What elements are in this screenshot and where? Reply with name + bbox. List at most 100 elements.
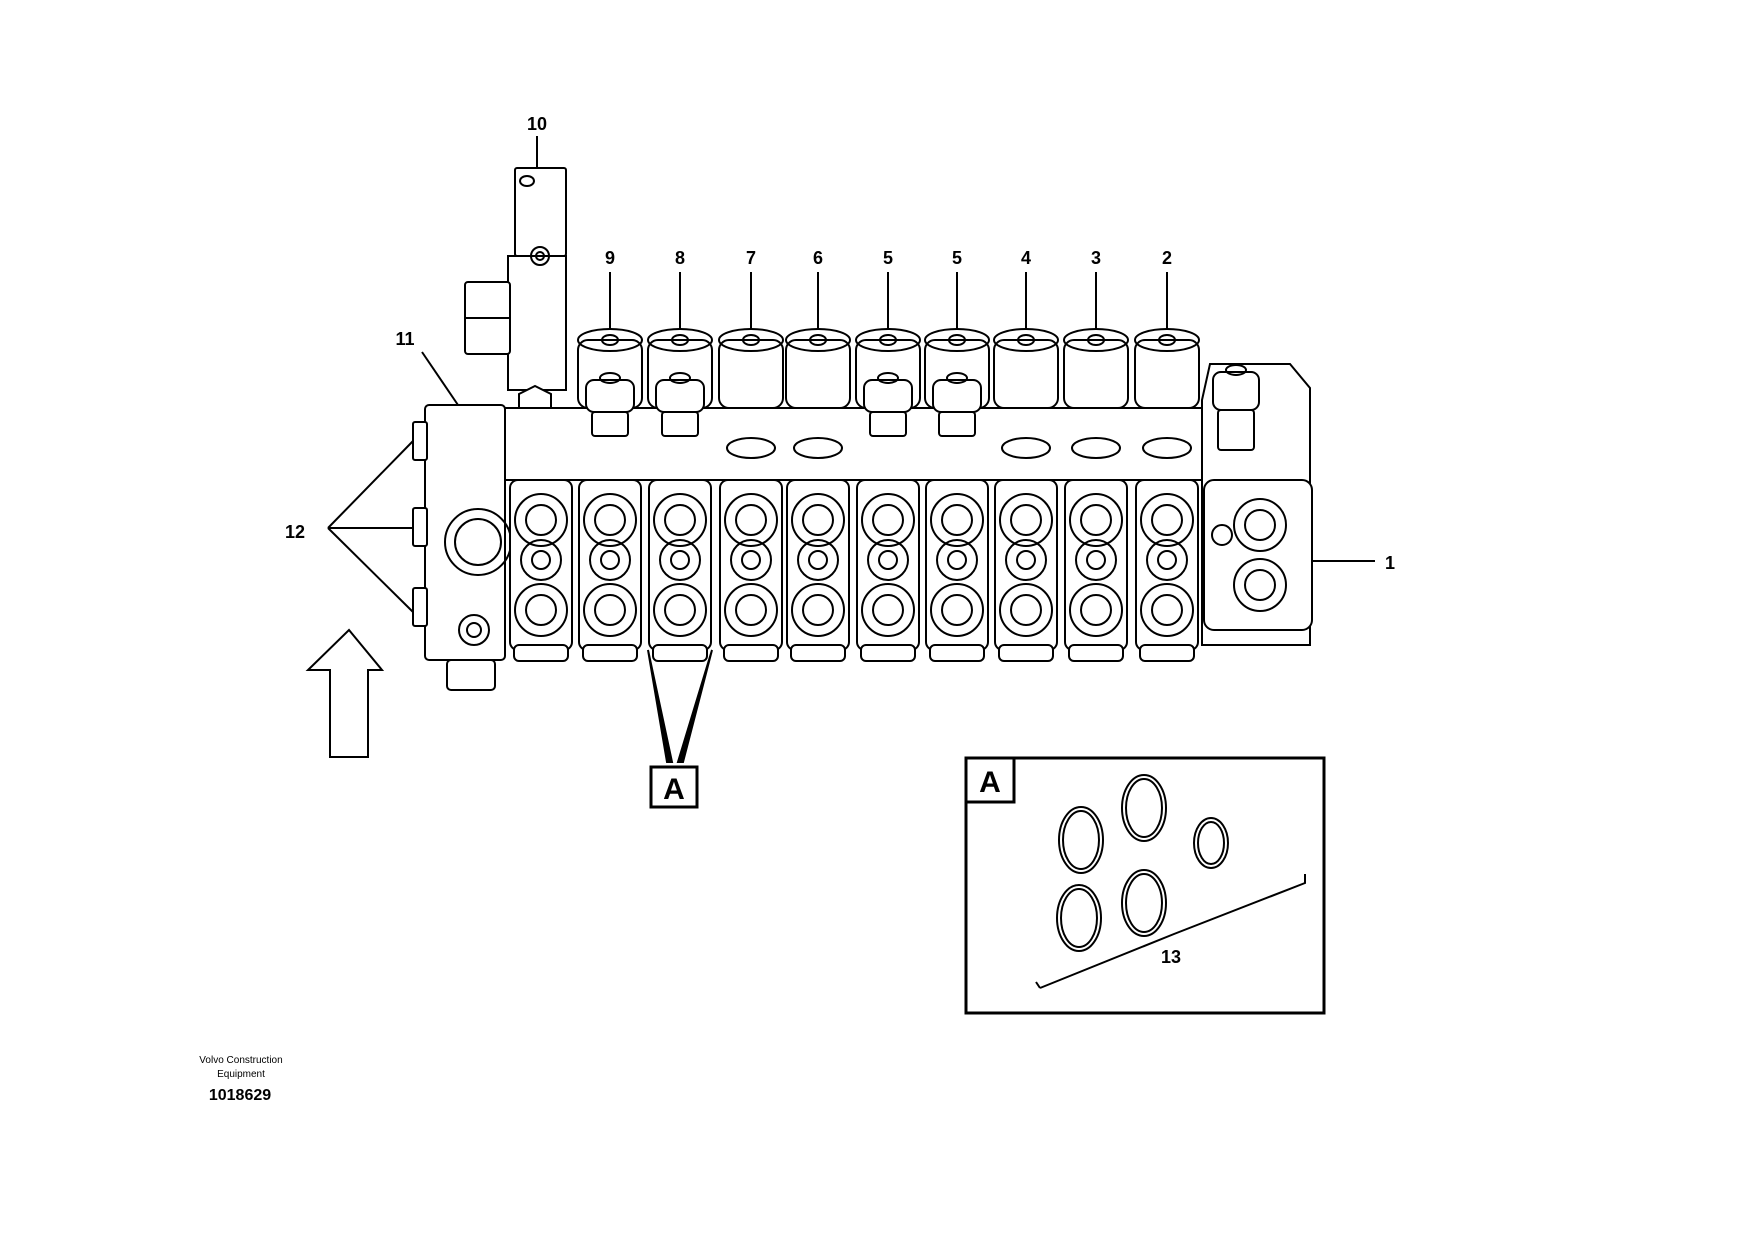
direction-arrow (305, 628, 385, 758)
section-7-port-2 (999, 583, 1053, 637)
section-0-skirt (513, 644, 569, 662)
section-0-port-2-inner (525, 594, 557, 626)
detail-pointer-right (676, 649, 713, 763)
detail-pointer-left (647, 649, 674, 763)
footer-company-line1: Volvo Construction (199, 1055, 282, 1066)
section-1-port-0-inner (594, 504, 626, 536)
callout-10: 10 (527, 114, 547, 134)
o-ring-5 (1121, 869, 1167, 937)
ring-brace (1039, 874, 1306, 989)
bracket-small-hole (519, 175, 535, 187)
relief-cap-5-tip (877, 372, 899, 384)
solenoid-6-top-hole (948, 334, 966, 346)
relief-cap-5 (863, 379, 913, 413)
cover-port-small-inner (466, 622, 482, 638)
relief-cap-2 (655, 379, 705, 413)
solenoid-8-top-hole (1087, 334, 1105, 346)
ring-brace-end (1035, 981, 1041, 989)
o-ring-3-inner (1197, 821, 1225, 865)
section-3-port-1 (730, 539, 772, 581)
solenoid-5-top-hole (879, 334, 897, 346)
callout-4: 4 (1021, 248, 1031, 268)
section-4-port-1-inner (808, 550, 828, 570)
section-7-port-2-inner (1010, 594, 1042, 626)
section-2-port-1-inner (670, 550, 690, 570)
section-4-port-1 (797, 539, 839, 581)
section-9-port-2 (1140, 583, 1194, 637)
footer-doc-number: 1018629 (209, 1087, 271, 1104)
callout-5a: 5 (883, 248, 893, 268)
section-5-port-0-inner (872, 504, 904, 536)
callout-3: 3 (1091, 248, 1101, 268)
detail-view-tag (964, 756, 1016, 804)
section-9-port-2-inner (1151, 594, 1183, 626)
relief-cap-2-body (661, 411, 699, 437)
relief-cap-6-tip (946, 372, 968, 384)
section-2-port-2-inner (664, 594, 696, 626)
section-7-port-1-inner (1016, 550, 1036, 570)
section-8-port-1 (1075, 539, 1117, 581)
callout-8: 8 (675, 248, 685, 268)
callout-9: 9 (605, 248, 615, 268)
section-1-port-1 (589, 539, 631, 581)
section-4-port-2-inner (802, 594, 834, 626)
solenoid-4 (785, 339, 851, 409)
section-2-port-0-inner (664, 504, 696, 536)
section-1-skirt (582, 644, 638, 662)
section-5-port-1 (867, 539, 909, 581)
end-cover-port-bottom (1233, 558, 1287, 612)
section-4-port-0-inner (802, 504, 834, 536)
end-relief-cap (1212, 371, 1260, 411)
solenoid-9 (1134, 339, 1200, 409)
section-3-oval-port (726, 437, 776, 459)
bracket-bolt-inner (535, 251, 545, 261)
section-0-port-0 (514, 493, 568, 547)
end-cover-block (1203, 479, 1313, 631)
callout-2: 2 (1162, 248, 1172, 268)
section-7-skirt (998, 644, 1054, 662)
solenoid-8 (1063, 339, 1129, 409)
end-relief-body (1217, 409, 1255, 451)
solenoid-7-top-hole (1017, 334, 1035, 346)
section-6-port-0 (930, 493, 984, 547)
section-3-port-2 (724, 583, 778, 637)
section-9-port-0-inner (1151, 504, 1183, 536)
section-6-port-2 (930, 583, 984, 637)
section-5-port-1-inner (878, 550, 898, 570)
cover-plug-low (412, 587, 428, 627)
upper-bracket (514, 167, 567, 257)
leader-11 (421, 351, 459, 406)
o-ring-2 (1121, 774, 1167, 842)
solenoid-3-top-hole (742, 334, 760, 346)
section-8-oval-port (1071, 437, 1121, 459)
section-2-port-2 (653, 583, 707, 637)
section-1-port-2 (583, 583, 637, 637)
relief-cap-6-body (938, 411, 976, 437)
section-7-oval-port (1001, 437, 1051, 459)
section-7-port-1 (1005, 539, 1047, 581)
section-5-port-0 (861, 493, 915, 547)
section-4-skirt (790, 644, 846, 662)
section-7-port-0 (999, 493, 1053, 547)
section-4-oval-port (793, 437, 843, 459)
o-ring-4 (1056, 884, 1102, 952)
section-6-port-0-inner (941, 504, 973, 536)
section-0-port-1-inner (531, 550, 551, 570)
section-0-port-2 (514, 583, 568, 637)
cover-plug-top (412, 421, 428, 461)
bracket-body (507, 255, 567, 391)
footer-company-line2: Equipment (217, 1069, 265, 1080)
callout-13: 13 (1161, 947, 1181, 967)
section-6-port-2-inner (941, 594, 973, 626)
cover-plug-mid (412, 507, 428, 547)
relief-cap-2-tip (669, 372, 691, 384)
relief-cap-5-body (869, 411, 907, 437)
section-9-port-1-inner (1157, 550, 1177, 570)
solenoid-7 (993, 339, 1059, 409)
section-8-port-0-inner (1080, 504, 1112, 536)
detail-marker-box (649, 765, 699, 809)
section-4-port-2 (791, 583, 845, 637)
leader-12-low (327, 527, 414, 613)
solenoid-4-top-hole (809, 334, 827, 346)
section-6-port-1-inner (947, 550, 967, 570)
